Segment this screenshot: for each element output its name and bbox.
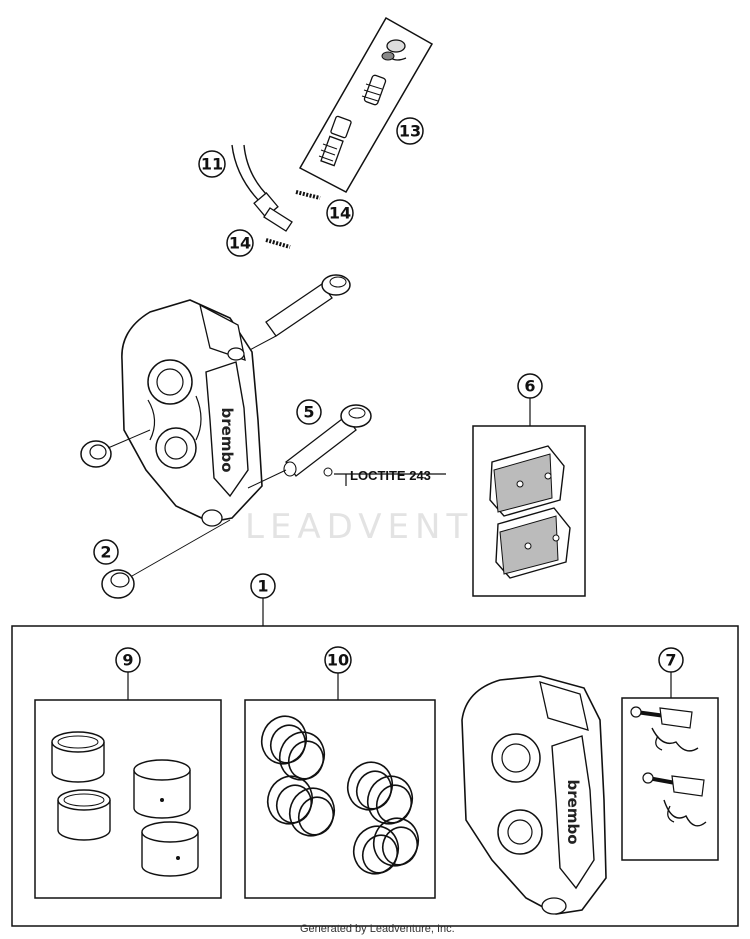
bushing-2[interactable] (101, 519, 231, 599)
caliper-brand-assembly: brembo (564, 780, 582, 845)
svg-text:13: 13 (399, 122, 421, 141)
brake-line-11[interactable] (231, 144, 293, 232)
callout-10: 10 (324, 646, 352, 674)
brake-pads-6[interactable] (472, 398, 586, 597)
loctite-annotation: LOCTITE 243 (334, 468, 446, 486)
caliper-pin-5[interactable] (247, 404, 372, 489)
o-ring-14-upper[interactable] (295, 190, 321, 200)
callout-2: 2 (93, 539, 119, 565)
o-ring-14-lower[interactable] (265, 238, 291, 249)
svg-text:7: 7 (665, 651, 676, 670)
footer-credit: Generated by Leadventure, Inc. (300, 923, 455, 935)
pad-pin-kit-7[interactable] (621, 672, 719, 861)
svg-text:10: 10 (327, 651, 349, 670)
brake-caliper-top[interactable]: brembo (121, 299, 263, 527)
svg-text:11: 11 (201, 155, 223, 174)
callout-5: 5 (296, 399, 322, 425)
bleeder-kit-13[interactable] (298, 16, 434, 193)
svg-text:6: 6 (524, 377, 535, 396)
svg-text:14: 14 (329, 204, 351, 223)
seal-kit-10[interactable] (244, 672, 436, 899)
callout-9: 9 (115, 647, 141, 673)
svg-text:2: 2 (100, 543, 111, 562)
caliper-assembly-1[interactable] (11, 598, 739, 927)
svg-text:14: 14 (229, 234, 251, 253)
svg-text:9: 9 (122, 651, 133, 670)
pistons-9[interactable] (34, 672, 222, 899)
callout-14-upper: 14 (326, 199, 354, 227)
callout-7: 7 (658, 647, 684, 673)
callout-1: 1 (250, 573, 276, 599)
caliper-brand-top: brembo (218, 408, 236, 473)
callout-13: 13 (396, 117, 424, 145)
caliper-pin-upper[interactable] (245, 274, 351, 353)
callout-11: 11 (198, 150, 226, 178)
brake-caliper-assembly[interactable]: brembo (461, 675, 607, 915)
callout-6: 6 (517, 373, 543, 399)
bushing-left[interactable] (80, 429, 151, 468)
loctite-label: LOCTITE 243 (350, 468, 431, 483)
svg-text:1: 1 (257, 577, 268, 596)
svg-text:5: 5 (303, 403, 314, 422)
callout-14-lower: 14 (226, 229, 254, 257)
